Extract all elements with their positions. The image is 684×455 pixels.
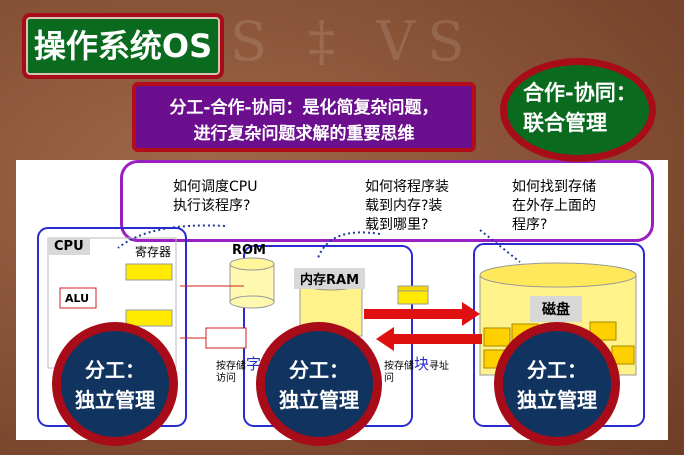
word-access-text: 按存储 (216, 361, 246, 372)
question-cpu: 如何调度CPU 执行该程序? (173, 178, 257, 216)
alu-box (59, 287, 97, 309)
principle-line2: 进行复杂问题求解的重要思维 (193, 124, 415, 144)
division-circle-ram: 分工： 独立管理 (256, 322, 382, 446)
division-ram-line2: 独立管理 (279, 388, 359, 412)
alu-label: ALU (65, 292, 90, 305)
division-circle-cpu: 分工： 独立管理 (52, 322, 178, 446)
word-access-label: 按存储字 访问 (216, 357, 261, 385)
register-box-bottom (125, 309, 173, 327)
background-watermark: S ‡ VS (230, 10, 477, 73)
rom-cylinder (229, 257, 275, 309)
question-ram-line2: 载到内存?装 (365, 198, 443, 214)
cpu-label: CPU (48, 238, 90, 255)
transfer-arrow-left (376, 327, 482, 351)
disk-label: 磁盘 (530, 296, 582, 322)
question-cpu-line2: 执行该程序? (173, 198, 251, 214)
slide-title: 操作系统OS (22, 13, 224, 79)
question-disk-line1: 如何找到存储 (512, 179, 596, 195)
block-access-text: 按存储 (384, 361, 414, 372)
block-access-text-3: 问 (384, 373, 394, 384)
question-cpu-line1: 如何调度CPU (173, 179, 258, 195)
division-cpu-line2: 独立管理 (75, 388, 155, 412)
rom-label: ROM (232, 243, 266, 258)
dotted-arrow-cpu (117, 224, 226, 249)
register-box-top (125, 263, 173, 281)
dotted-arrow-ram (317, 231, 381, 259)
block-access-label: 按存储块寻址 问 (384, 355, 450, 385)
word-access-text-2: 访问 (216, 373, 236, 384)
questions-frame (120, 160, 654, 242)
question-disk-line3: 程序? (512, 217, 548, 233)
coop-line1: 合作-协同： (523, 81, 637, 105)
question-ram-line1: 如何将程序装 (365, 179, 449, 195)
block-access-text-2: 寻址 (429, 361, 450, 372)
coop-line2: 联合管理 (523, 111, 607, 135)
division-disk-line1: 分工： (527, 358, 587, 382)
question-disk: 如何找到存储 在外存上面的 程序? (512, 178, 596, 235)
ram-label: 内存RAM (294, 268, 366, 289)
question-ram-line3: 载到哪里? (365, 217, 429, 233)
question-disk-line2: 在外存上面的 (512, 198, 596, 214)
division-disk-line2: 独立管理 (517, 388, 597, 412)
division-ram-line1: 分工： (289, 358, 349, 382)
coop-circle: 合作-协同： 联合管理 (500, 58, 656, 162)
principle-line1: 分工-合作-协同：是化简复杂问题， (169, 98, 439, 118)
division-circle-disk: 分工： 独立管理 (494, 322, 620, 446)
cpu-ram-bus-box (205, 327, 247, 349)
principle-banner: 分工-合作-协同：是化简复杂问题， 进行复杂问题求解的重要思维 (132, 82, 476, 152)
division-cpu-line1: 分工： (85, 358, 145, 382)
transfer-arrow-right (364, 302, 480, 326)
dotted-arrow-disk (479, 229, 521, 263)
register-label: 寄存器 (135, 245, 172, 259)
question-ram: 如何将程序装 载到内存?装 载到哪里? (365, 178, 449, 235)
block-access-char: 块 (414, 355, 430, 373)
